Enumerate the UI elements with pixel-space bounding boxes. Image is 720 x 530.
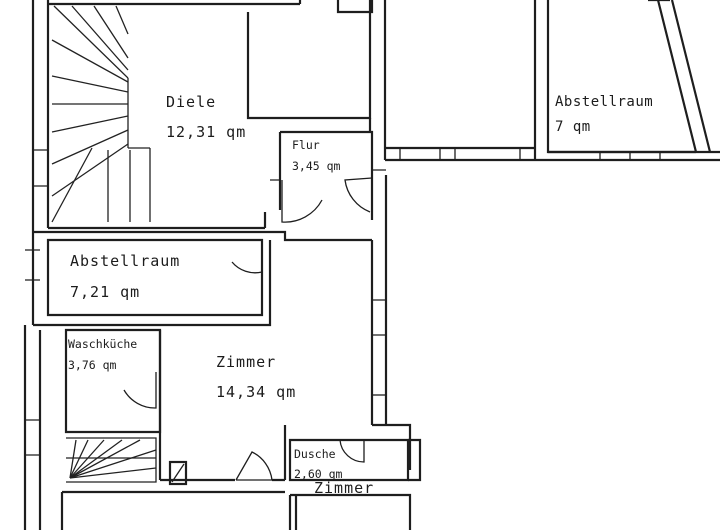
room-labels: Diele 12,31 qm Flur 3,45 qm Abstellraum … bbox=[68, 93, 653, 497]
doors bbox=[123, 169, 386, 481]
abstellraum-right-name: Abstellraum bbox=[555, 94, 653, 110]
dusche-name: Dusche bbox=[294, 447, 336, 461]
flur-name: Flur bbox=[292, 138, 320, 152]
zimmer-bottom-name: Zimmer bbox=[314, 479, 374, 497]
diele-area: 12,31 qm bbox=[166, 123, 246, 141]
zimmer-main-name: Zimmer bbox=[216, 353, 276, 371]
abstellraum-left-area: 7,21 qm bbox=[70, 283, 140, 301]
diele-name: Diele bbox=[166, 93, 216, 111]
staircase-upper bbox=[51, 5, 151, 223]
waschkueche-area: 3,76 qm bbox=[68, 358, 117, 372]
waschkueche-name: Waschküche bbox=[68, 337, 137, 351]
dusche-area: 2,60 qm bbox=[294, 467, 343, 481]
zimmer-main-area: 14,34 qm bbox=[216, 383, 296, 401]
walls bbox=[23, 0, 720, 530]
staircase-lower bbox=[66, 437, 157, 483]
abstellraum-right-area: 7 qm bbox=[555, 119, 591, 135]
flur-area: 3,45 qm bbox=[292, 159, 341, 173]
abstellraum-left-name: Abstellraum bbox=[70, 252, 180, 270]
